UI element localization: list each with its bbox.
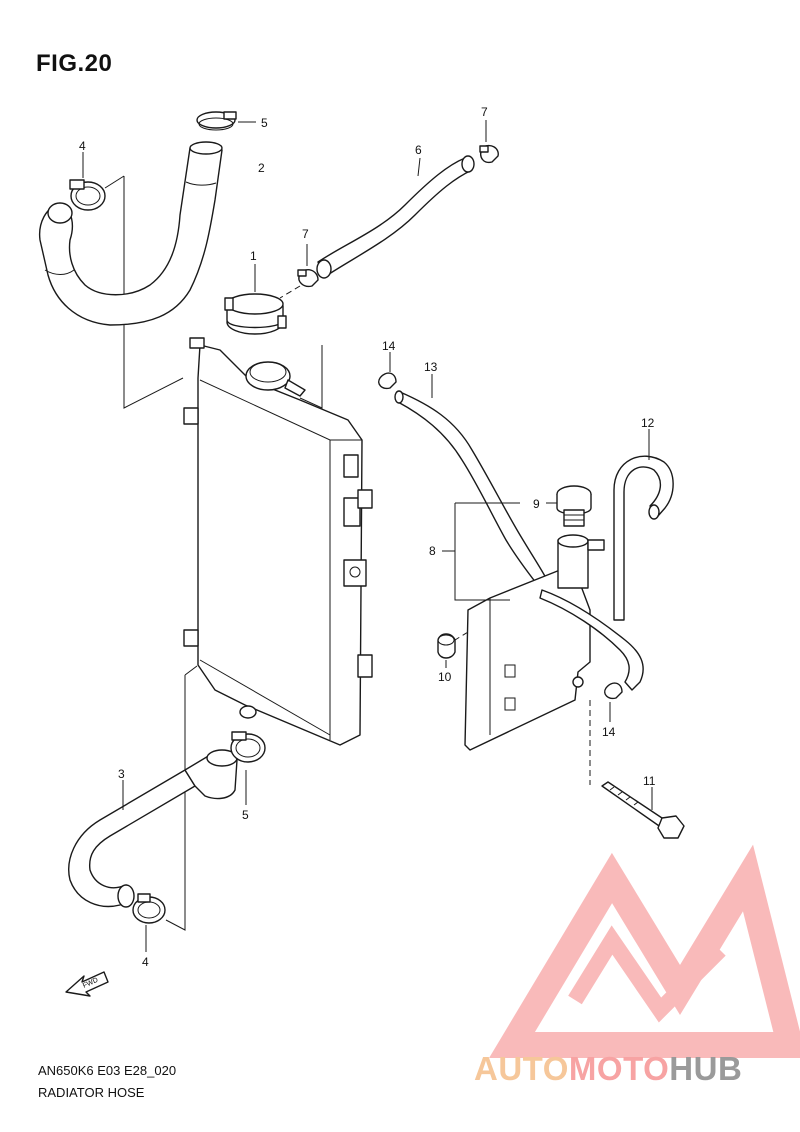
hose-13 — [394, 390, 549, 589]
callout-7-lower: 7 — [302, 227, 309, 241]
callout-14-lower: 14 — [602, 725, 616, 739]
clip-7-lower — [297, 269, 319, 288]
fwd-arrow-icon: FWD — [65, 971, 109, 997]
figure-title: FIG.20 — [36, 50, 113, 77]
group-bracket-center — [299, 345, 323, 409]
clip-14-lower — [604, 682, 623, 700]
watermark-moto: MOTO — [568, 1050, 670, 1087]
callout-14-upper: 14 — [382, 339, 396, 353]
group-bracket-8 — [454, 502, 520, 601]
hose-2 — [38, 141, 223, 326]
callout-9: 9 — [533, 497, 540, 511]
group-bracket-upper — [123, 176, 184, 409]
callout-2: 2 — [258, 161, 265, 175]
radiator-body — [183, 337, 373, 746]
figure-code: AN650K6 E03 E28_020 — [38, 1063, 177, 1078]
hose-3 — [68, 749, 238, 908]
clamp-4-upper — [69, 179, 106, 211]
callout-13: 13 — [424, 360, 438, 374]
callout-5-lower: 5 — [242, 808, 249, 822]
radiator-cap-1 — [224, 293, 287, 335]
clamp-5-upper — [196, 111, 237, 131]
watermark-text: AUTOMOTOHUB — [474, 1050, 742, 1088]
watermark-auto: AUTO — [474, 1050, 569, 1087]
clamp-4-lower — [132, 893, 166, 924]
clamp-5-lower — [230, 731, 266, 763]
reservoir-tank-8 — [464, 534, 605, 751]
callout-6: 6 — [415, 143, 422, 157]
overflow-hose — [539, 589, 644, 691]
callout-3: 3 — [118, 767, 125, 781]
callout-7-upper: 7 — [481, 105, 488, 119]
hose-12 — [613, 455, 674, 621]
callout-11: 11 — [643, 774, 656, 788]
figure-name: RADIATOR HOSE — [38, 1085, 145, 1100]
watermark-hub: HUB — [669, 1050, 743, 1087]
washer-10 — [437, 633, 456, 659]
automotohub-logo — [489, 844, 800, 1058]
callout-8: 8 — [429, 544, 436, 558]
callout-10: 10 — [438, 670, 452, 684]
callout-4-upper: 4 — [79, 139, 86, 153]
group-bracket-lower — [165, 675, 186, 931]
callout-12: 12 — [641, 416, 655, 430]
clip-7-upper — [479, 144, 499, 164]
callout-4-lower: 4 — [142, 955, 149, 969]
callout-1: 1 — [250, 249, 257, 263]
hose-6 — [316, 155, 475, 279]
callout-5-upper: 5 — [261, 116, 268, 130]
bolt-11 — [601, 781, 685, 839]
clip-14-upper — [378, 372, 397, 390]
tank-cap-9 — [556, 485, 592, 527]
